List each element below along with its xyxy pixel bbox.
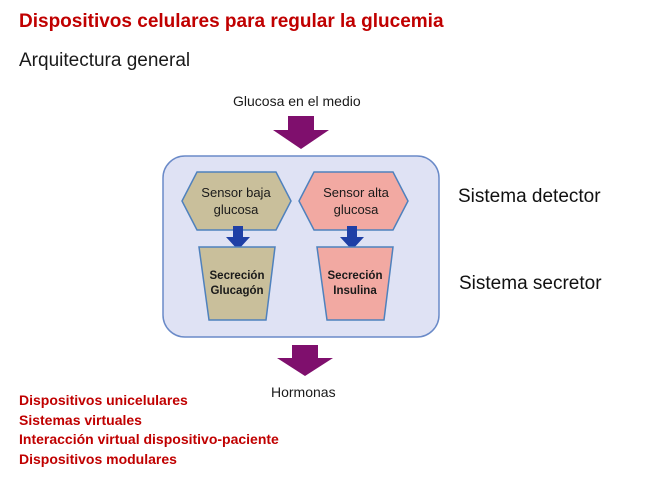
label-detector-system: Sistema detector [458, 186, 601, 207]
notes-item: Dispositivos unicelulares [19, 392, 188, 408]
secretion-insulin-line1: Secreción [328, 270, 383, 282]
input-arrow-icon [273, 116, 329, 149]
notes-list: Dispositivos unicelulares Sistemas virtu… [19, 391, 279, 470]
label-secretor-system: Sistema secretor [459, 273, 602, 294]
slide-title: Dispositivos celulares para regular la g… [19, 11, 444, 32]
secretion-glucagon-line2: Glucagón [210, 285, 263, 297]
sensor-high-line1: Sensor alta [323, 185, 390, 200]
notes-item: Interacción virtual dispositivo-paciente [19, 431, 279, 448]
secretion-glucagon-line1: Secreción [210, 270, 265, 282]
slide-subtitle: Arquitectura general [19, 50, 191, 71]
output-arrow-icon [277, 345, 333, 376]
notes-item: Sistemas virtuales [19, 411, 142, 428]
input-label: Glucosa en el medio [233, 93, 361, 109]
sensor-high-line2: glucosa [334, 202, 380, 217]
secretion-glucagon-shape [198, 246, 276, 321]
secretion-insulin-shape [316, 246, 394, 321]
sensor-high-shape [298, 171, 409, 231]
sensor-low-line2: glucosa [214, 202, 260, 217]
secretion-insulin-line2: Insulina [333, 285, 377, 297]
blue-arrow-left-icon [226, 226, 250, 250]
blue-arrow-right-icon [340, 226, 364, 250]
notes-item: Dispositivos modulares [19, 451, 177, 468]
output-label: Hormonas [271, 384, 336, 400]
sensor-low-shape [181, 171, 292, 231]
sensor-low-line1: Sensor baja [201, 185, 271, 200]
